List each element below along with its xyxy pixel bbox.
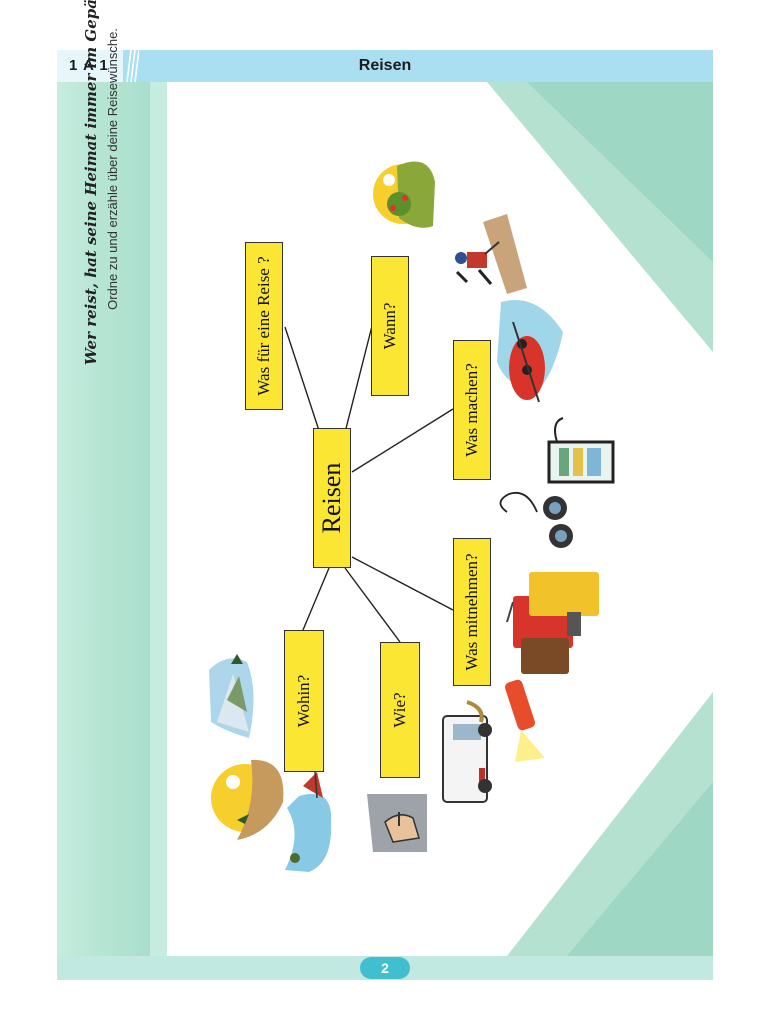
desert-icon <box>211 759 284 840</box>
center-box: Reisen <box>313 428 351 568</box>
side-band-edge <box>150 82 167 956</box>
center-label: Reisen <box>317 462 346 534</box>
instruction-text: Ordne zu und erzähle über deine Reisewün… <box>105 28 120 310</box>
page-title: Reisen <box>358 57 412 74</box>
header-stripes <box>126 50 139 82</box>
line-wohin <box>302 567 330 631</box>
branch-label-wann: Wann? <box>380 302 399 350</box>
seaside-icon <box>285 771 332 872</box>
rafting-icon <box>497 300 563 403</box>
mountain-climber-icon <box>455 214 527 294</box>
sunny-landscape-icon <box>373 161 435 228</box>
binoculars-icon <box>499 491 573 548</box>
flashlight-icon <box>505 679 545 762</box>
branch-label-reise: Was für eine Reise ? <box>254 256 273 396</box>
mindmap-canvas <box>209 82 713 956</box>
branch-box-mitnehmen: Was mitnehmen? <box>453 538 491 686</box>
branch-label-wohin: Wohin? <box>294 674 313 728</box>
line-wie <box>344 567 401 643</box>
branch-label-wie: Wie? <box>390 692 409 728</box>
luggage-icon <box>506 572 599 674</box>
branch-box-wie: Wie? <box>380 642 420 778</box>
unit-box: 1 A 1 <box>57 50 123 82</box>
line-mitnehmen <box>351 556 454 611</box>
page-header: 1 A 1 Reisen <box>57 50 713 82</box>
motto-text: Wer reist, hat seine Heimat immer im Gep… <box>82 0 100 366</box>
branch-label-mitnehmen: Was mitnehmen? <box>462 553 481 671</box>
mindmap-area: Reisen Was für eine Reise ? Wann? Was ma… <box>167 82 713 956</box>
toiletry-bag-icon <box>547 417 615 484</box>
mindmap-lines <box>284 325 454 643</box>
branch-label-machen: Was machen? <box>462 363 481 457</box>
line-machen <box>351 408 454 473</box>
hitchhiking-icon <box>367 794 427 852</box>
bg-wedge-top-dark <box>527 82 713 262</box>
branch-box-reise: Was für eine Reise ? <box>245 242 283 410</box>
side-band <box>57 82 167 956</box>
branch-box-machen: Was machen? <box>453 340 491 480</box>
branch-box-wann: Wann? <box>371 256 409 396</box>
branch-box-wohin: Wohin? <box>284 630 324 772</box>
page-number: 2 <box>360 957 410 979</box>
camper-van-icon <box>442 700 492 803</box>
mountains-icon <box>209 654 254 738</box>
unit-label: 1 A 1 <box>69 57 109 74</box>
page-footer: 2 <box>57 956 713 980</box>
bg-wedge-bottom-dark <box>567 782 713 956</box>
